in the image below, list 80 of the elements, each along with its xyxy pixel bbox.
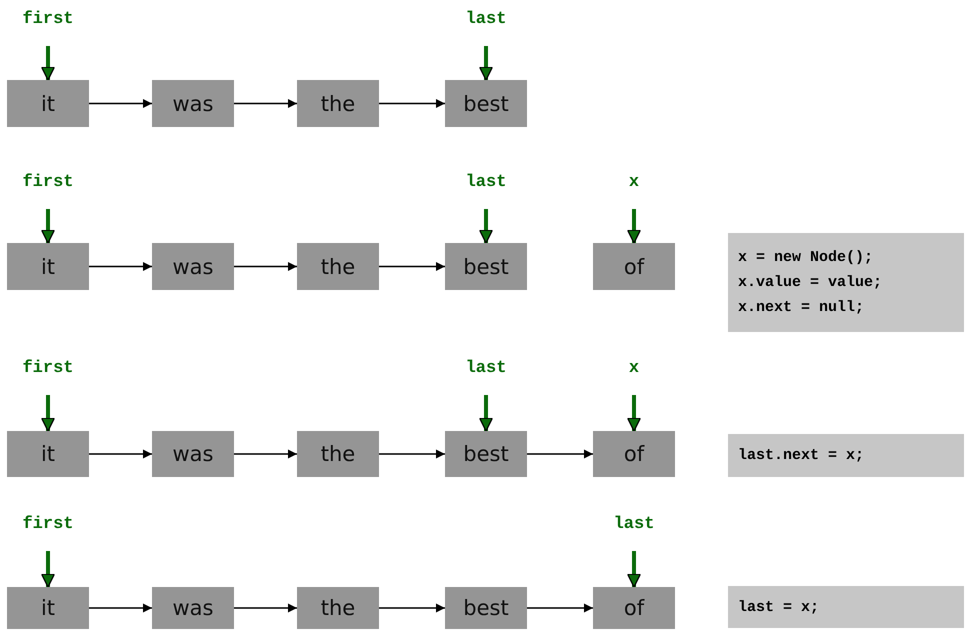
link-arrow — [89, 99, 152, 108]
list-node-box — [445, 80, 527, 127]
list-node-box — [152, 587, 234, 629]
node-value: was — [172, 254, 214, 278]
node-value: it — [40, 254, 56, 278]
list-node-box — [7, 243, 89, 290]
node-value: the — [320, 254, 356, 278]
node-value: the — [320, 92, 356, 116]
link-arrow — [527, 450, 593, 458]
list-node-box — [152, 431, 234, 477]
pointer-label: last — [609, 515, 659, 535]
list-node-box — [593, 431, 675, 477]
list-node-box — [445, 587, 527, 629]
code-box — [728, 434, 964, 477]
link-arrow — [379, 604, 445, 612]
pointer-arrow — [478, 395, 494, 432]
list-node-box — [7, 80, 89, 127]
pointer-label: x — [624, 173, 644, 193]
link-arrow — [234, 450, 297, 458]
node-value: it — [40, 92, 56, 116]
pointer-arrow — [40, 551, 56, 588]
list-node-box — [7, 587, 89, 629]
link-arrow — [234, 604, 297, 612]
pointer-arrow — [40, 46, 56, 81]
code-line: x.value = value; — [738, 273, 884, 293]
node-value: best — [463, 254, 509, 278]
pointer-arrow — [40, 395, 56, 432]
list-node-box — [7, 431, 89, 477]
pointer-arrow — [626, 209, 642, 244]
link-arrow — [379, 450, 445, 458]
list-node-box — [297, 587, 379, 629]
node-value: it — [40, 596, 56, 620]
node-value: the — [320, 596, 356, 620]
code-box — [728, 233, 964, 332]
link-arrow — [379, 262, 445, 271]
node-value: of — [624, 254, 644, 278]
node-value: was — [172, 442, 214, 466]
code-line: last.next = x; — [738, 446, 866, 466]
list-node-box — [593, 587, 675, 629]
list-node-box — [297, 243, 379, 290]
node-value: was — [172, 596, 214, 620]
pointer-label: last — [461, 10, 511, 30]
pointer-label: first — [13, 10, 83, 30]
pointer-label: last — [461, 359, 511, 379]
list-node-box — [152, 243, 234, 290]
pointer-label: first — [13, 359, 83, 379]
list-node-box — [297, 80, 379, 127]
node-value: was — [172, 92, 214, 116]
pointer-arrow — [40, 209, 56, 244]
node-value: it — [40, 442, 56, 466]
code-line: x = new Node(); — [738, 248, 874, 268]
pointer-label: x — [624, 359, 644, 379]
pointer-label: first — [13, 515, 83, 535]
link-arrow — [234, 262, 297, 271]
pointer-label: first — [13, 173, 83, 193]
node-value: the — [320, 442, 356, 466]
link-arrow — [89, 262, 152, 271]
pointer-arrow — [626, 395, 642, 432]
pointer-label: last — [461, 173, 511, 193]
node-value: best — [463, 596, 509, 620]
code-line: last = x; — [738, 598, 820, 618]
node-value: best — [463, 92, 509, 116]
link-arrow — [234, 99, 297, 108]
pointer-arrow — [478, 46, 494, 81]
list-node-box — [152, 80, 234, 127]
code-line: x.next = null; — [738, 298, 866, 318]
link-arrow — [527, 604, 593, 612]
list-node-box — [593, 243, 675, 290]
node-value: of — [624, 596, 644, 620]
pointer-arrow — [626, 551, 642, 588]
link-arrow — [379, 99, 445, 108]
list-node-box — [297, 431, 379, 477]
link-arrow — [89, 450, 152, 458]
list-node-box — [445, 431, 527, 477]
node-value: best — [463, 442, 509, 466]
node-value: of — [624, 442, 644, 466]
link-arrow — [89, 604, 152, 612]
pointer-arrow — [478, 209, 494, 244]
list-node-box — [445, 243, 527, 290]
code-box — [728, 586, 964, 628]
